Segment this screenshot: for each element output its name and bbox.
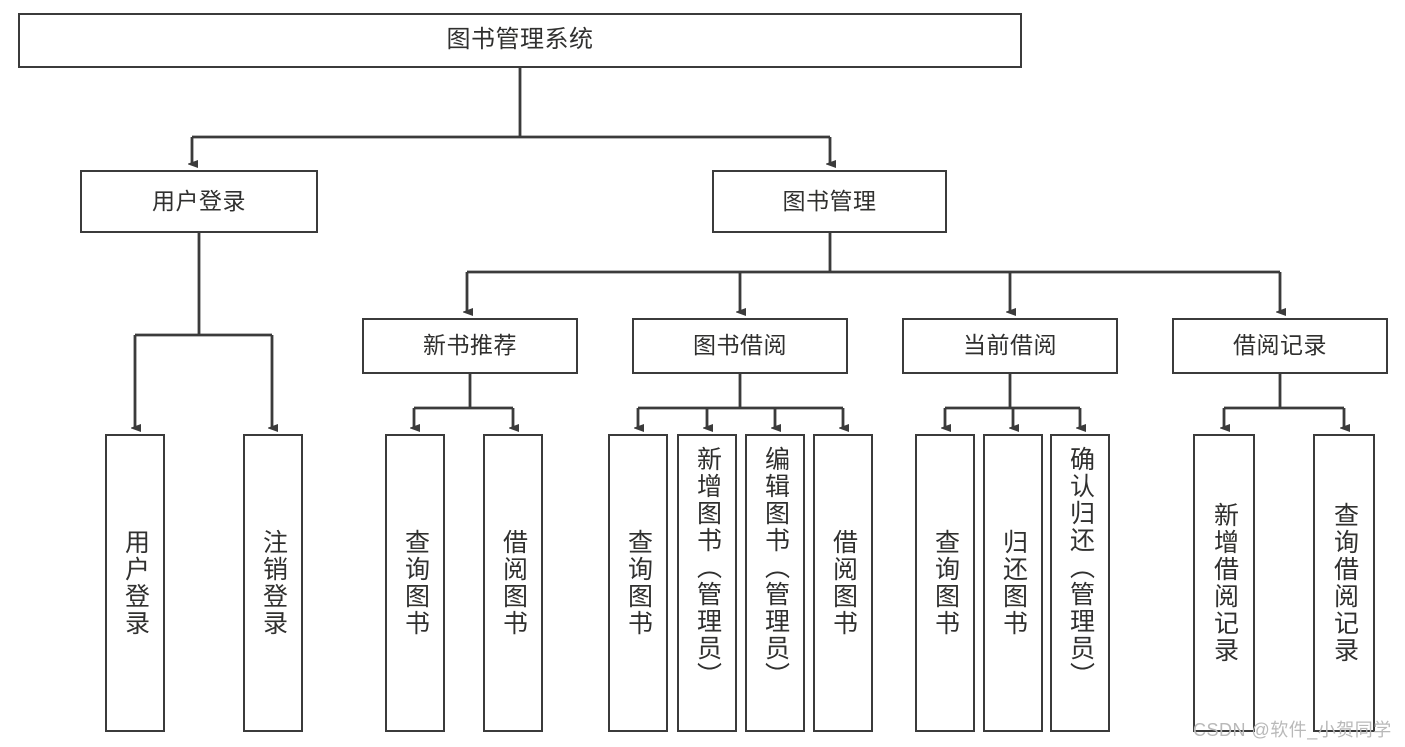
- node-user-login-label: 用户登录: [152, 187, 246, 214]
- node-leaf-query-book-3[interactable]: 查询图书: [915, 434, 975, 732]
- node-leaf-query-book-1[interactable]: 查询图书: [385, 434, 445, 732]
- node-leaf-user-logout[interactable]: 注销登录: [243, 434, 303, 732]
- node-leaf-query-book-2[interactable]: 查询图书: [608, 434, 668, 732]
- node-leaf-borrow-book-2[interactable]: 借阅图书: [813, 434, 873, 732]
- node-current-borrow-label: 当前借阅: [963, 332, 1057, 359]
- node-leaf-add-book-label: 新增图书（管理员）: [693, 446, 722, 689]
- node-book-manage[interactable]: 图书管理: [712, 170, 947, 233]
- node-leaf-borrow-book-1-label: 借阅图书: [499, 529, 528, 637]
- node-leaf-borrow-book-2-label: 借阅图书: [829, 529, 858, 637]
- node-leaf-edit-book-label: 编辑图书（管理员）: [761, 446, 790, 689]
- node-book-borrow[interactable]: 图书借阅: [632, 318, 848, 374]
- node-leaf-user-login-label: 用户登录: [121, 529, 150, 637]
- node-root[interactable]: 图书管理系统: [18, 13, 1022, 68]
- node-leaf-add-book[interactable]: 新增图书（管理员）: [677, 434, 737, 732]
- node-leaf-confirm-return-label: 确认归还（管理员）: [1066, 446, 1095, 689]
- node-borrow-record-label: 借阅记录: [1233, 332, 1327, 359]
- node-borrow-record[interactable]: 借阅记录: [1172, 318, 1388, 374]
- node-leaf-query-record[interactable]: 查询借阅记录: [1313, 434, 1375, 732]
- node-leaf-add-record-label: 新增借阅记录: [1210, 502, 1239, 664]
- node-leaf-borrow-book-1[interactable]: 借阅图书: [483, 434, 543, 732]
- node-leaf-return-book-label: 归还图书: [999, 529, 1028, 637]
- node-leaf-confirm-return[interactable]: 确认归还（管理员）: [1050, 434, 1110, 732]
- node-leaf-edit-book[interactable]: 编辑图书（管理员）: [745, 434, 805, 732]
- node-user-login[interactable]: 用户登录: [80, 170, 318, 233]
- node-leaf-query-book-1-label: 查询图书: [401, 529, 430, 637]
- node-book-borrow-label: 图书借阅: [693, 332, 787, 359]
- node-root-label: 图书管理系统: [446, 26, 594, 54]
- csdn-watermark: CSDN @软件_小贺同学: [1193, 720, 1392, 740]
- node-current-borrow[interactable]: 当前借阅: [902, 318, 1118, 374]
- node-new-book-rec[interactable]: 新书推荐: [362, 318, 578, 374]
- node-book-manage-label: 图书管理: [782, 187, 877, 214]
- node-leaf-query-record-label: 查询借阅记录: [1330, 502, 1359, 664]
- node-leaf-query-book-3-label: 查询图书: [931, 529, 960, 637]
- node-new-book-rec-label: 新书推荐: [423, 332, 517, 359]
- node-leaf-add-record[interactable]: 新增借阅记录: [1193, 434, 1255, 732]
- node-leaf-user-logout-label: 注销登录: [259, 529, 288, 637]
- node-leaf-return-book[interactable]: 归还图书: [983, 434, 1043, 732]
- node-leaf-query-book-2-label: 查询图书: [624, 529, 653, 637]
- node-leaf-user-login[interactable]: 用户登录: [105, 434, 165, 732]
